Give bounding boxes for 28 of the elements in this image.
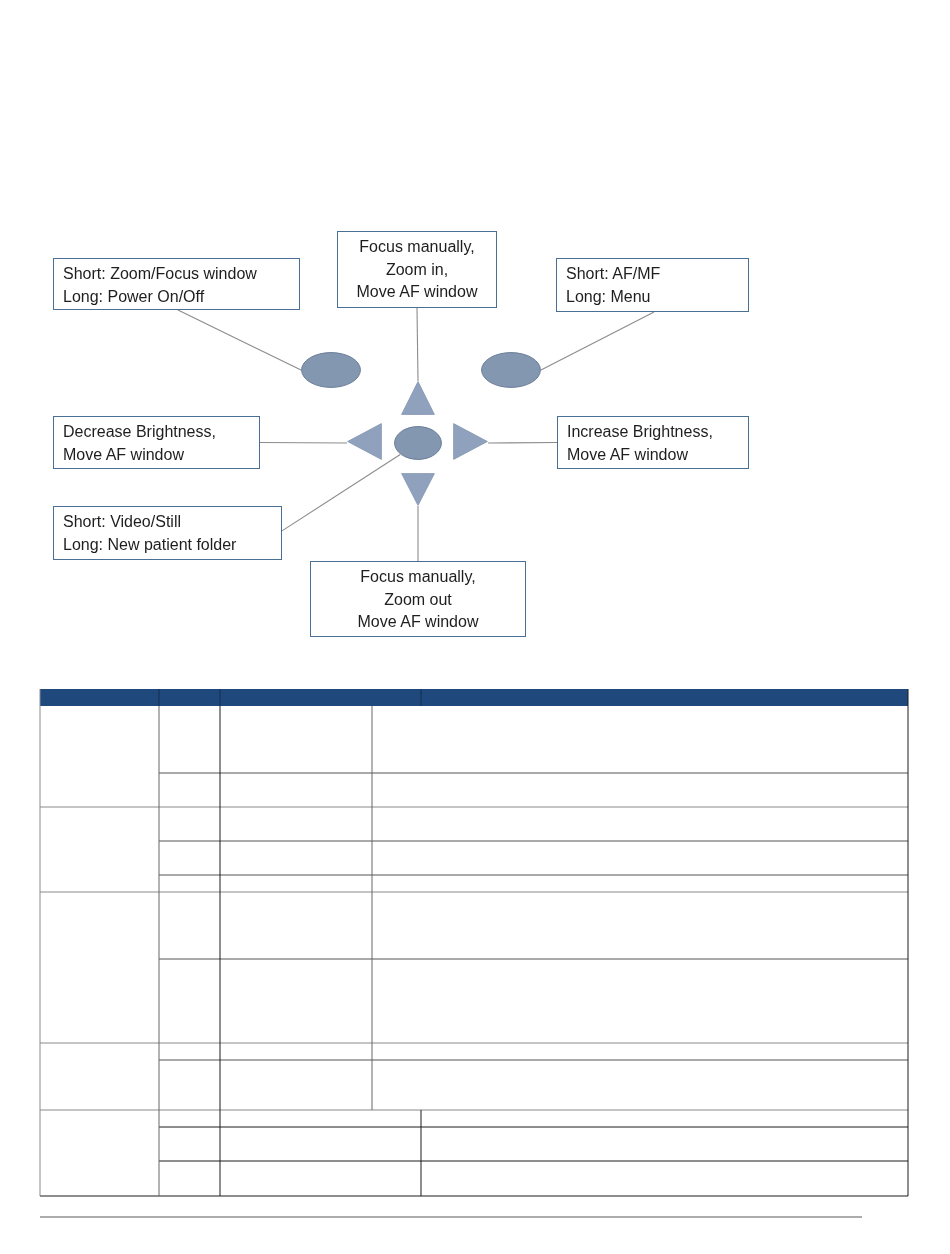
callout-box <box>556 258 749 312</box>
callout-text: Focus manually, Zoom out Move AF window <box>356 567 480 632</box>
callout-text: Short: AF/MF Long: Menu <box>566 264 662 307</box>
callout-box <box>310 561 526 637</box>
callout-box <box>53 258 300 310</box>
callout-text: Short: Video/Still Long: New patient folder <box>63 512 238 555</box>
callout-box <box>337 231 497 308</box>
leader-line <box>259 441 348 444</box>
callout-text: Decrease Brightness, Move AF window <box>63 422 217 465</box>
oval-button <box>481 352 541 388</box>
callout-box <box>53 416 260 469</box>
triangle-button <box>401 473 435 506</box>
leader-line <box>416 307 419 382</box>
callout-text: Short: Zoom/Focus window Long: Power On/Off <box>63 264 258 307</box>
oval-button <box>394 426 442 460</box>
leader-line <box>417 505 419 562</box>
leader-line <box>487 441 558 444</box>
callout-text: Increase Brightness, Move AF window <box>567 422 714 465</box>
callout-box <box>53 506 282 560</box>
leader-line <box>281 454 401 532</box>
callout-box <box>557 416 749 469</box>
callout-text: Focus manually, Zoom in, Move AF window <box>355 237 479 302</box>
leader-line <box>540 311 655 371</box>
triangle-button <box>347 423 382 460</box>
triangle-button <box>453 423 488 460</box>
triangle-button <box>401 381 435 415</box>
leader-line <box>177 309 302 371</box>
oval-button <box>301 352 361 388</box>
